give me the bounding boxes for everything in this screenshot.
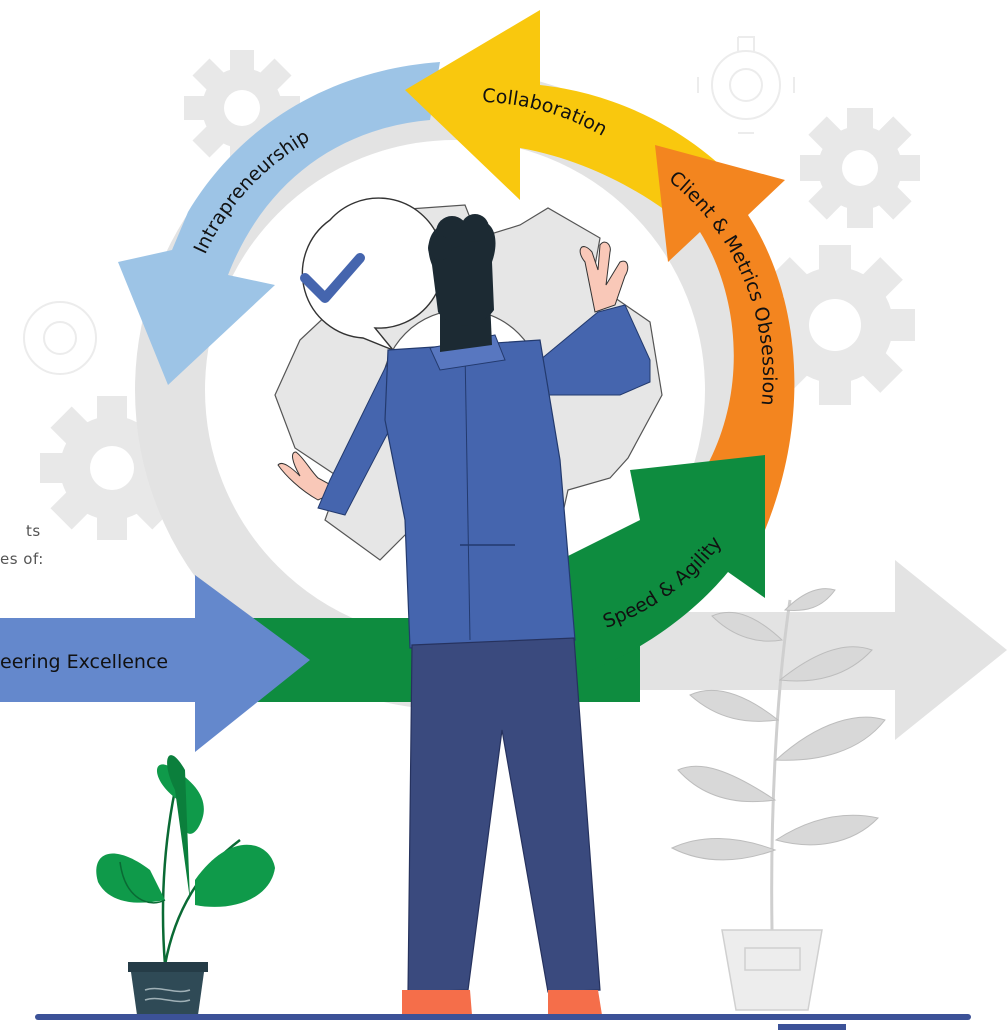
arrow-client-metrics	[655, 145, 795, 530]
man-figure	[277, 214, 651, 1015]
floor-line	[35, 1014, 971, 1020]
gray-plant	[670, 588, 886, 1011]
arrow-collaboration	[405, 10, 720, 210]
intro-text-line-1: ts	[26, 522, 41, 540]
floor-accent	[778, 1024, 846, 1030]
gear-icon-outline-left	[23, 301, 97, 375]
checkmark-icon	[300, 253, 365, 303]
green-plant	[96, 755, 275, 1015]
banner-arrow	[0, 575, 310, 752]
gear-icon-right	[800, 108, 920, 228]
arrow-intrapreneurship	[118, 62, 440, 385]
gear-icon-outline-top-right	[697, 36, 795, 134]
banner-label: eering Excellence	[0, 651, 168, 673]
arrow-speed-agility	[560, 455, 765, 680]
intro-text-line-2: es of:	[0, 550, 44, 568]
check-bubble	[300, 197, 445, 351]
